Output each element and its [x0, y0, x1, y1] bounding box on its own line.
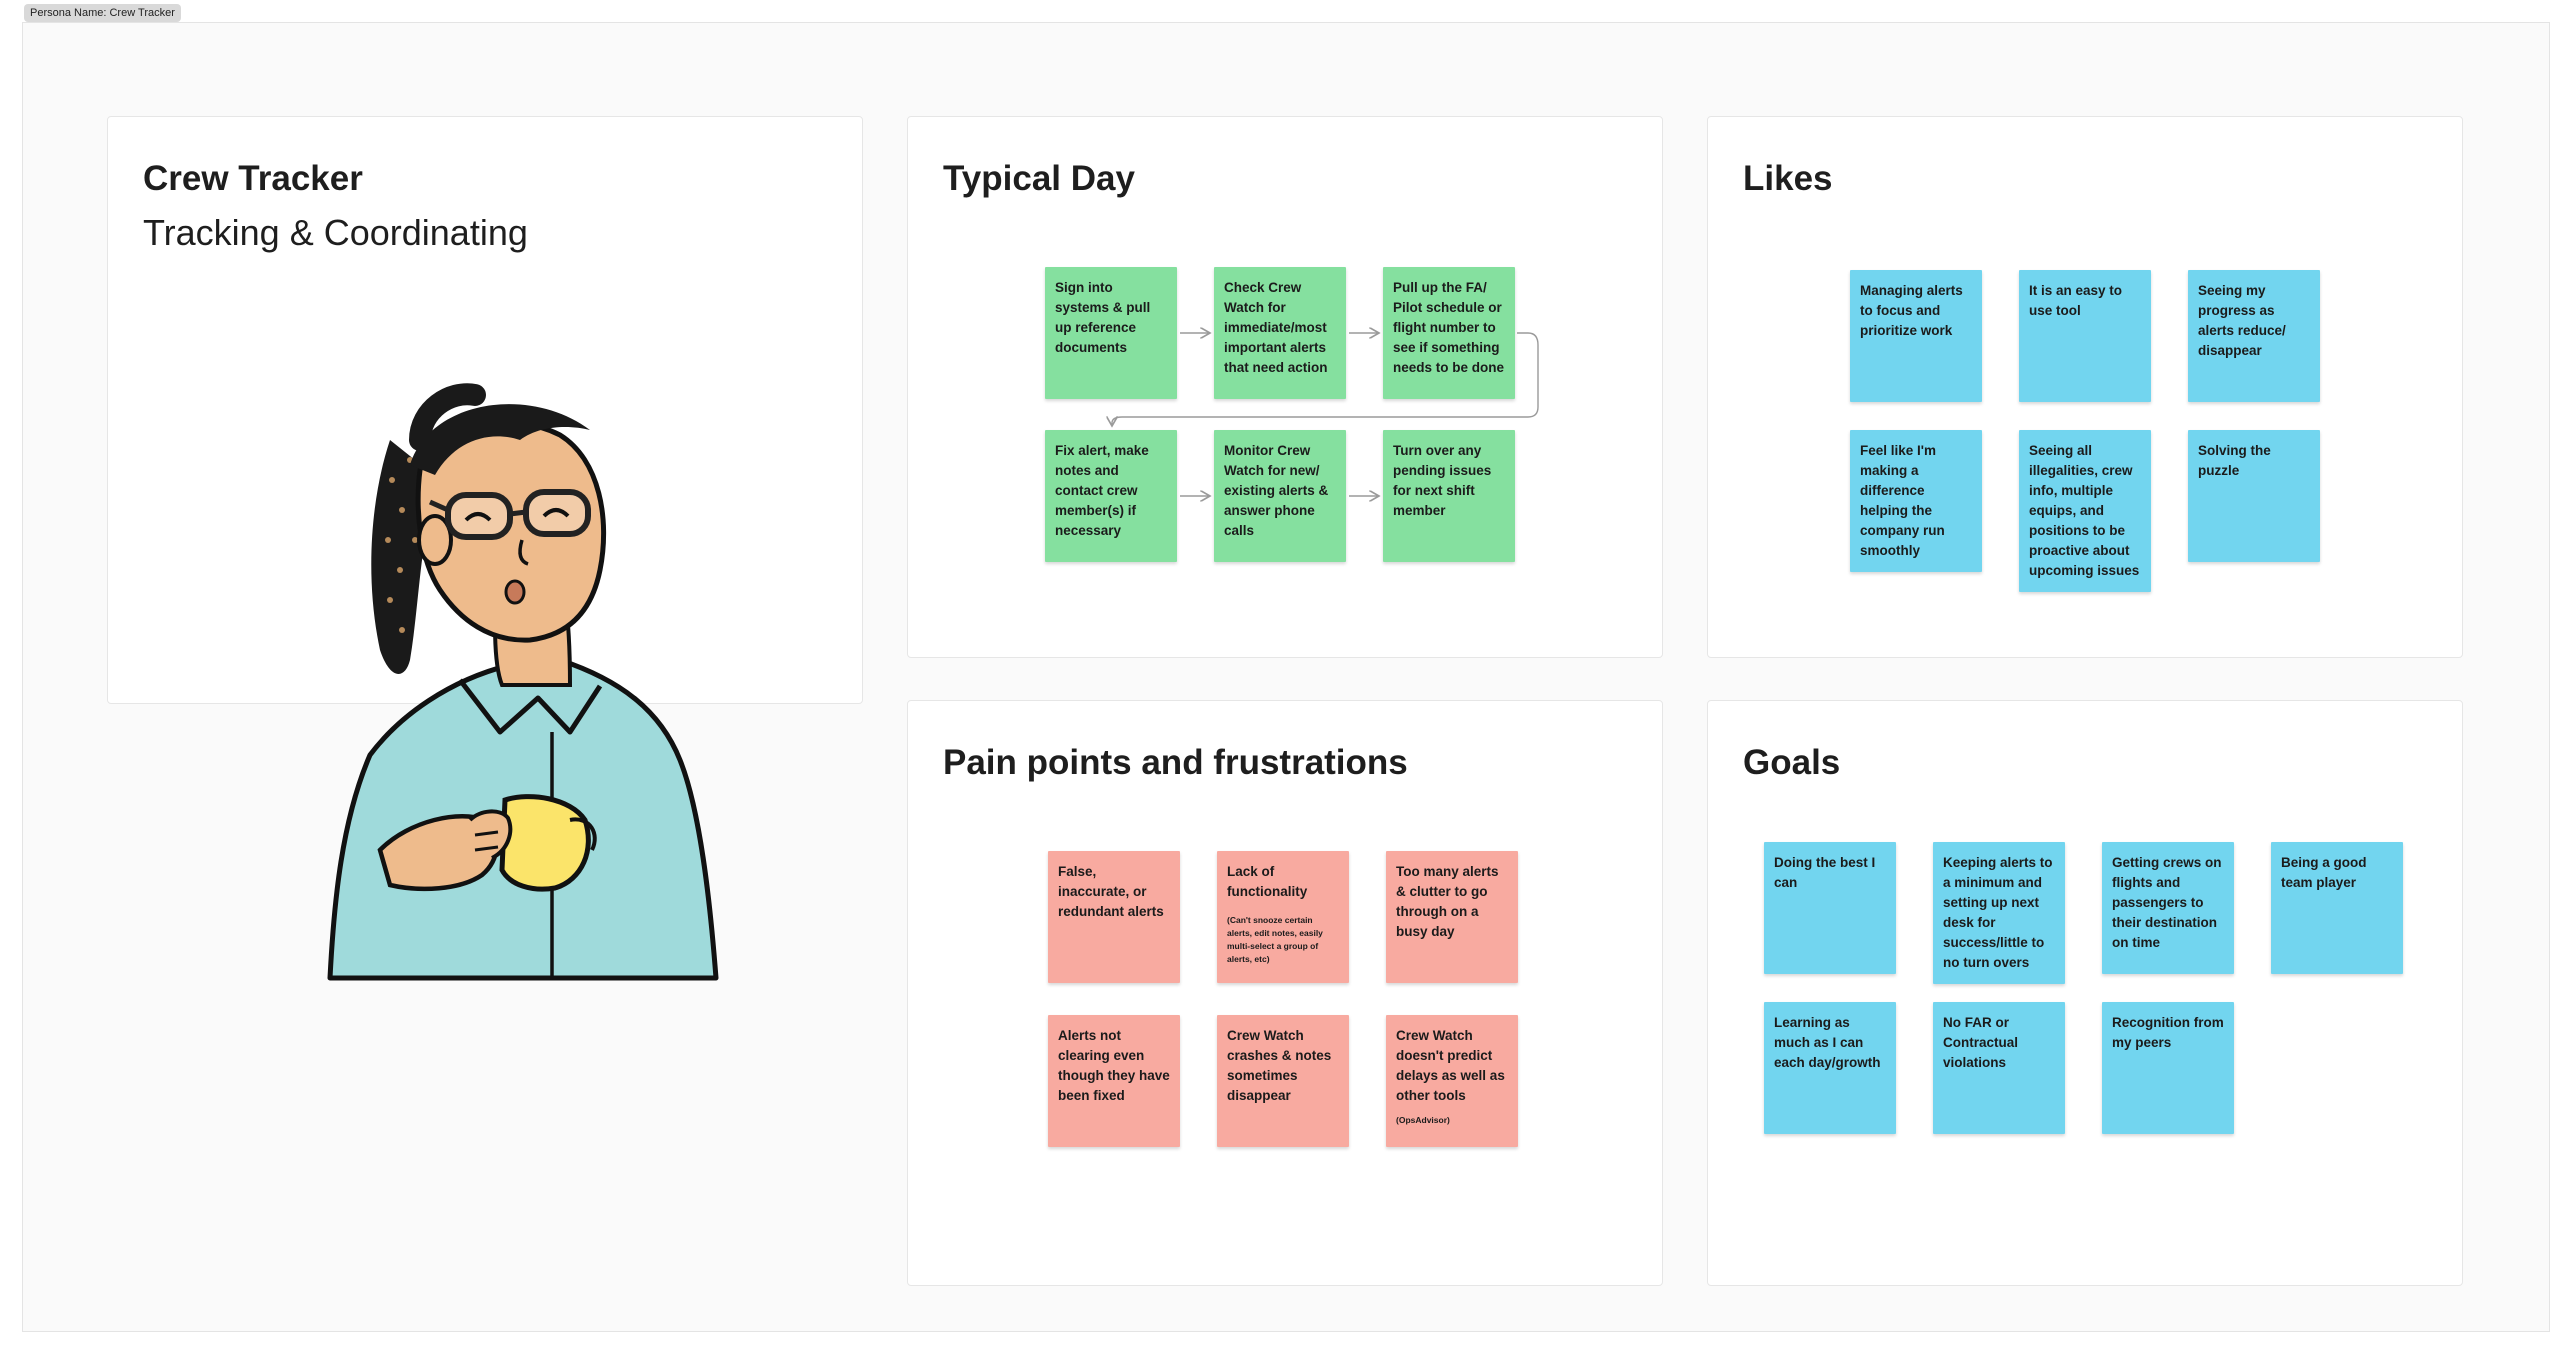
like-sticky[interactable]: It is an easy to use tool — [2019, 270, 2151, 402]
goal-sticky[interactable]: Doing the best I can — [1764, 842, 1896, 974]
pain-points-card: Pain points and frustrations False, inac… — [907, 700, 1663, 1286]
goal-sticky[interactable]: Learning as much as I can each day/growt… — [1764, 1002, 1896, 1134]
day-step-sticky[interactable]: Pull up the FA/ Pilot schedule or flight… — [1383, 267, 1515, 399]
like-sticky[interactable]: Solving the puzzle — [2188, 430, 2320, 562]
goals-title: Goals — [1743, 743, 1841, 782]
pain-point-sticky[interactable]: Alerts not clearing even though they hav… — [1048, 1015, 1180, 1147]
goal-sticky[interactable]: Keeping alerts to a minimum and setting … — [1933, 842, 2065, 984]
day-step-sticky[interactable]: Monitor Crew Watch for new/ existing ale… — [1214, 430, 1346, 562]
goals-card: Goals Doing the best I can Keeping alert… — [1707, 700, 2463, 1286]
goal-sticky[interactable]: Getting crews on flights and passengers … — [2102, 842, 2234, 974]
pain-point-sticky[interactable]: False, inaccurate, or redundant alerts — [1048, 851, 1180, 983]
persona-board: Crew Tracker Tracking & Coordinating Typ… — [22, 22, 2550, 1332]
pain-point-sticky[interactable]: Too many alerts & clutter to go through … — [1386, 851, 1518, 983]
pain-point-text: False, inaccurate, or redundant alerts — [1058, 864, 1164, 919]
like-sticky[interactable]: Seeing my progress as alerts reduce/ dis… — [2188, 270, 2320, 402]
pain-points-title: Pain points and frustrations — [943, 743, 1408, 782]
typical-day-card: Typical Day Sign into systems & pull up … — [907, 116, 1663, 658]
persona-subtitle: Tracking & Coordinating — [143, 212, 528, 253]
pain-point-note: (OpsAdvisor) — [1396, 1115, 1450, 1125]
goal-sticky[interactable]: Recognition from my peers — [2102, 1002, 2234, 1134]
pain-point-text: Crew Watch crashes & notes sometimes dis… — [1227, 1028, 1332, 1103]
day-step-sticky[interactable]: Turn over any pending issues for next sh… — [1383, 430, 1515, 562]
goal-sticky[interactable]: Being a good team player — [2271, 842, 2403, 974]
like-sticky[interactable]: Feel like I'm making a difference helpin… — [1850, 430, 1982, 572]
likes-card: Likes Managing alerts to focus and prior… — [1707, 116, 2463, 658]
pain-point-text: Crew Watch doesn't predict delays as wel… — [1396, 1028, 1505, 1103]
like-sticky[interactable]: Seeing all illegalities, crew info, mult… — [2019, 430, 2151, 592]
pain-point-sticky[interactable]: Crew Watch crashes & notes sometimes dis… — [1217, 1015, 1349, 1147]
pain-point-text: Too many alerts & clutter to go through … — [1396, 864, 1499, 939]
pain-point-sticky[interactable]: Crew Watch doesn't predict delays as wel… — [1386, 1015, 1518, 1147]
frame-label[interactable]: Persona Name: Crew Tracker — [24, 4, 181, 22]
day-step-sticky[interactable]: Fix alert, make notes and contact crew m… — [1045, 430, 1177, 562]
goal-sticky[interactable]: No FAR or Contractual violations — [1933, 1002, 2065, 1134]
pain-point-sticky[interactable]: Lack of functionality (Can't snooze cert… — [1217, 851, 1349, 983]
pain-point-text: Alerts not clearing even though they hav… — [1058, 1028, 1170, 1103]
persona-illustration — [327, 383, 719, 981]
likes-title: Likes — [1743, 159, 1833, 198]
typical-day-title: Typical Day — [943, 159, 1135, 198]
persona-title: Crew Tracker — [143, 159, 363, 198]
like-sticky[interactable]: Managing alerts to focus and prioritize … — [1850, 270, 1982, 402]
day-step-sticky[interactable]: Check Crew Watch for immediate/most impo… — [1214, 267, 1346, 399]
pain-point-text: Lack of functionality — [1227, 864, 1308, 899]
day-step-sticky[interactable]: Sign into systems & pull up reference do… — [1045, 267, 1177, 399]
pain-point-note: (Can't snooze certain alerts, edit notes… — [1227, 915, 1323, 964]
